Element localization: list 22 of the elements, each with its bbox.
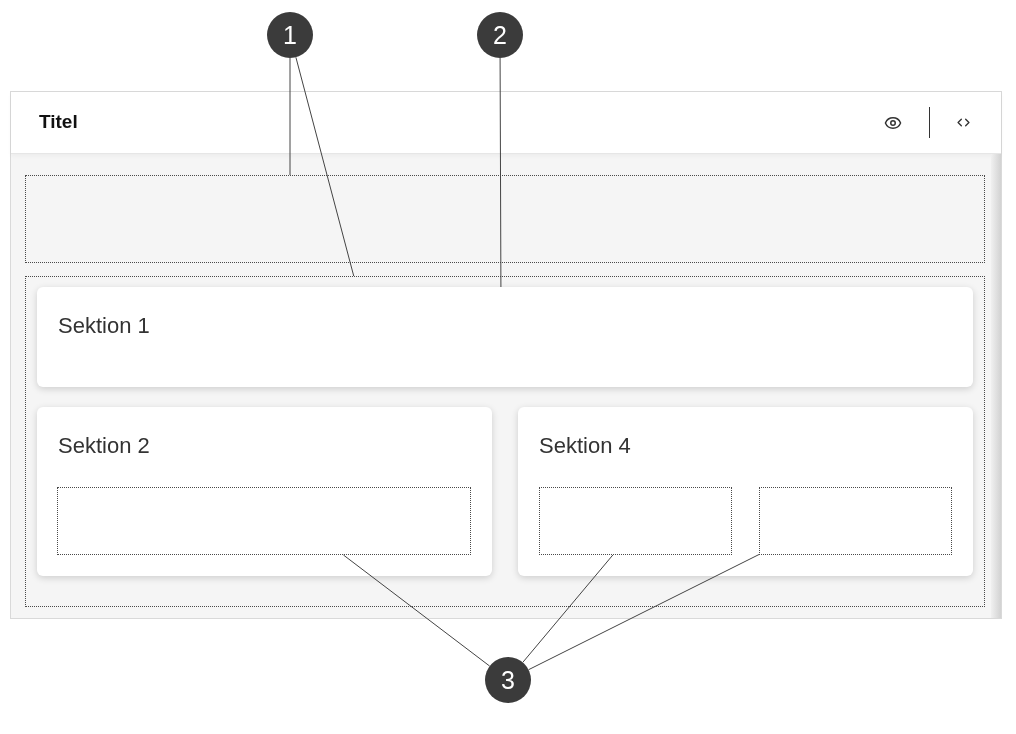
section-card [37, 287, 973, 387]
leader-line [528, 554, 760, 671]
dotted-frame [539, 487, 732, 555]
callout-number: 1 [267, 12, 313, 58]
dotted-frame [759, 487, 952, 555]
dotted-frame [25, 175, 985, 263]
panel [10, 91, 1002, 619]
panel-title: Titel [39, 110, 78, 135]
section-card [37, 407, 492, 576]
leader-line [342, 554, 491, 667]
dotted-frame [57, 487, 471, 555]
leader-line [289, 57, 291, 176]
section-title: Sektion 2 [58, 432, 150, 460]
dotted-frame [25, 276, 985, 607]
section-title: Sektion 1 [58, 312, 150, 340]
leader-line [522, 554, 614, 663]
callout-number: 3 [485, 657, 531, 703]
section-card [518, 407, 973, 576]
leader-line [499, 57, 502, 288]
leader-line [295, 56, 355, 277]
section-title: Sektion 4 [539, 432, 631, 460]
callout-number: 2 [477, 12, 523, 58]
